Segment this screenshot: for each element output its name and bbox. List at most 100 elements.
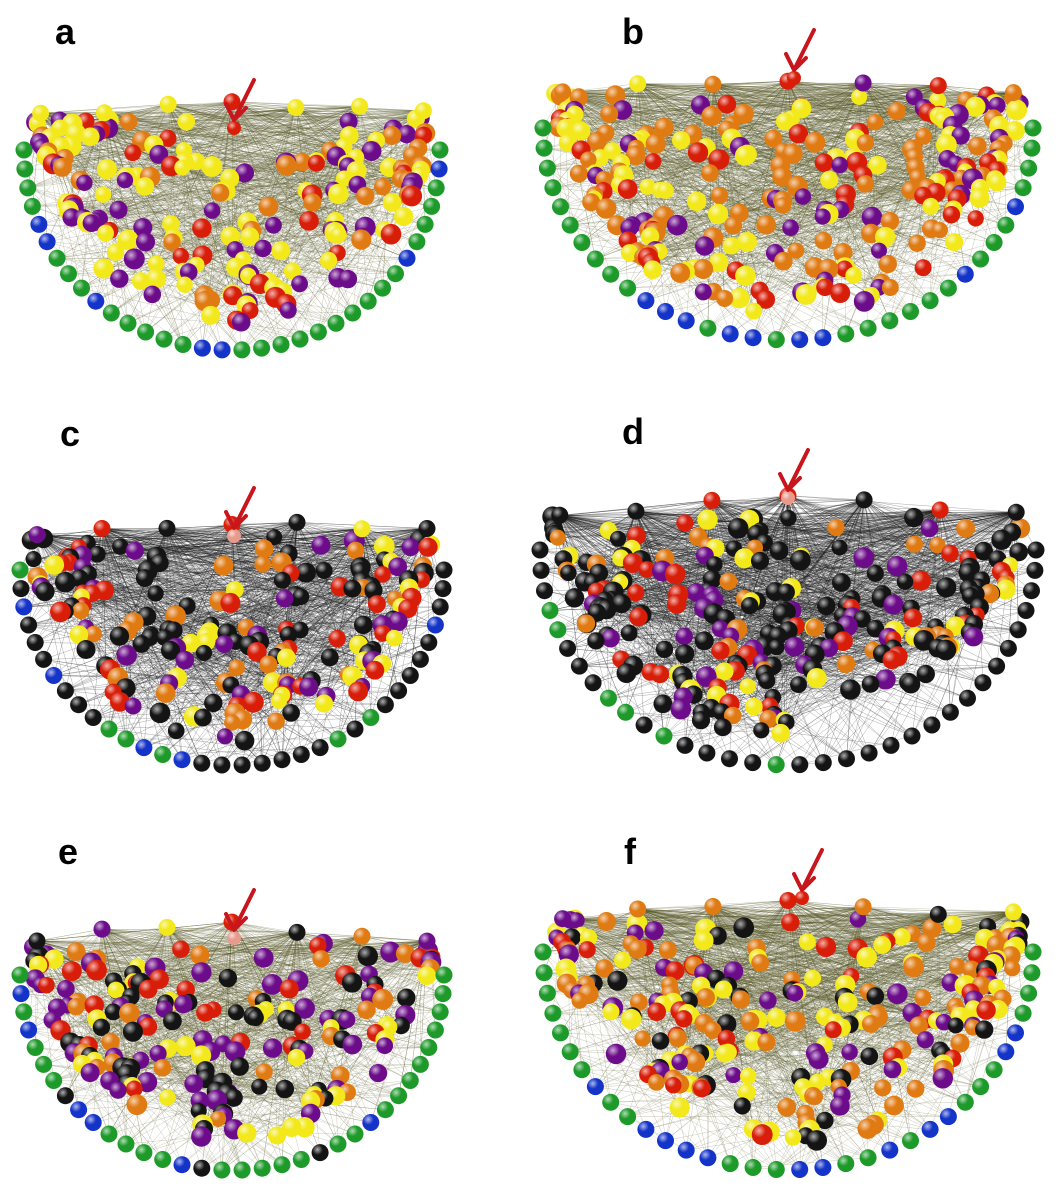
rim-node xyxy=(1014,179,1032,197)
rim-node xyxy=(1023,964,1041,982)
network-node xyxy=(88,545,106,563)
network-node xyxy=(163,1011,182,1031)
network-node xyxy=(790,549,811,571)
rim-node xyxy=(838,750,855,768)
rim-node xyxy=(903,727,921,745)
network-node xyxy=(670,262,691,283)
network-node xyxy=(658,941,677,959)
network-node xyxy=(845,266,863,284)
hub-node xyxy=(353,927,371,945)
rim-node xyxy=(657,1132,674,1150)
network-node xyxy=(691,711,711,730)
network-node xyxy=(638,561,656,578)
rim-node xyxy=(70,696,88,714)
rim-node xyxy=(1023,582,1040,600)
network-node xyxy=(806,667,827,689)
network-node xyxy=(279,301,297,319)
rim-node xyxy=(814,754,832,772)
network-node xyxy=(132,635,151,653)
network-node xyxy=(373,535,395,557)
rim-node xyxy=(999,639,1017,657)
rim-node xyxy=(602,1093,620,1111)
rim-node xyxy=(744,754,762,772)
hub-node xyxy=(629,900,647,918)
network-graph-f xyxy=(534,848,1042,1178)
network-node xyxy=(153,1059,172,1077)
network-node xyxy=(880,211,900,231)
network-node xyxy=(372,988,394,1010)
network-node xyxy=(651,1032,670,1050)
network-node xyxy=(861,206,883,228)
network-node xyxy=(756,214,777,235)
network-node xyxy=(261,973,283,995)
rim-node xyxy=(721,325,739,343)
rim-node xyxy=(70,1101,88,1119)
network-node xyxy=(101,1032,120,1052)
rim-node xyxy=(972,1078,990,1096)
rim-node xyxy=(791,1161,809,1178)
rim-node xyxy=(11,966,29,984)
network-node xyxy=(767,1008,786,1027)
network-node xyxy=(814,208,831,225)
network-node xyxy=(694,236,715,256)
network-node xyxy=(827,518,845,537)
rim-node xyxy=(997,1043,1015,1061)
network-node xyxy=(213,555,234,576)
network-node xyxy=(265,216,282,234)
network-node xyxy=(303,193,322,212)
network-node xyxy=(896,573,914,590)
network-node xyxy=(80,127,100,147)
network-node xyxy=(112,538,129,555)
rim-node xyxy=(430,160,448,178)
network-node xyxy=(126,1094,148,1116)
hub-node xyxy=(287,99,305,116)
network-node xyxy=(861,675,880,693)
network-node xyxy=(824,1021,842,1039)
network-node xyxy=(262,1038,283,1058)
hub-node xyxy=(704,75,722,93)
network-node xyxy=(731,990,751,1009)
hub-node xyxy=(32,104,50,122)
network-node xyxy=(734,548,755,569)
network-node xyxy=(716,289,734,308)
panel-d: d xyxy=(520,400,1060,800)
network-node xyxy=(76,639,96,660)
network-node xyxy=(951,126,970,145)
network-node xyxy=(629,607,648,627)
rim-node xyxy=(1024,943,1042,961)
rim-node xyxy=(974,674,992,692)
network-node xyxy=(227,1004,245,1021)
rim-node xyxy=(767,756,785,774)
rim-node xyxy=(193,1159,211,1177)
network-node xyxy=(737,232,757,252)
network-node xyxy=(853,291,875,312)
panel-label-c: c xyxy=(60,413,81,454)
network-node xyxy=(320,648,339,667)
network-node xyxy=(351,229,372,250)
rim-node xyxy=(213,1161,231,1179)
hub-node xyxy=(158,519,176,537)
rim-node xyxy=(346,720,364,738)
rim-node xyxy=(677,1141,695,1159)
network-node xyxy=(216,728,234,745)
network-node xyxy=(627,939,647,959)
network-node xyxy=(230,1057,249,1076)
network-node xyxy=(149,144,169,164)
network-node xyxy=(110,269,129,288)
rim-node xyxy=(860,744,878,762)
network-node xyxy=(367,595,386,614)
panel-a: a xyxy=(0,0,520,390)
rim-node xyxy=(100,1125,118,1143)
network-node xyxy=(943,915,962,934)
network-node xyxy=(282,704,300,722)
network-node xyxy=(745,302,763,320)
network-node xyxy=(66,942,86,961)
network-node xyxy=(853,610,871,628)
rim-node xyxy=(15,1003,33,1021)
hub-node xyxy=(854,898,872,916)
network-node xyxy=(228,659,245,677)
network-node xyxy=(388,557,408,577)
network-node xyxy=(149,1045,167,1063)
rim-node xyxy=(791,756,809,774)
rim-node xyxy=(272,336,290,353)
